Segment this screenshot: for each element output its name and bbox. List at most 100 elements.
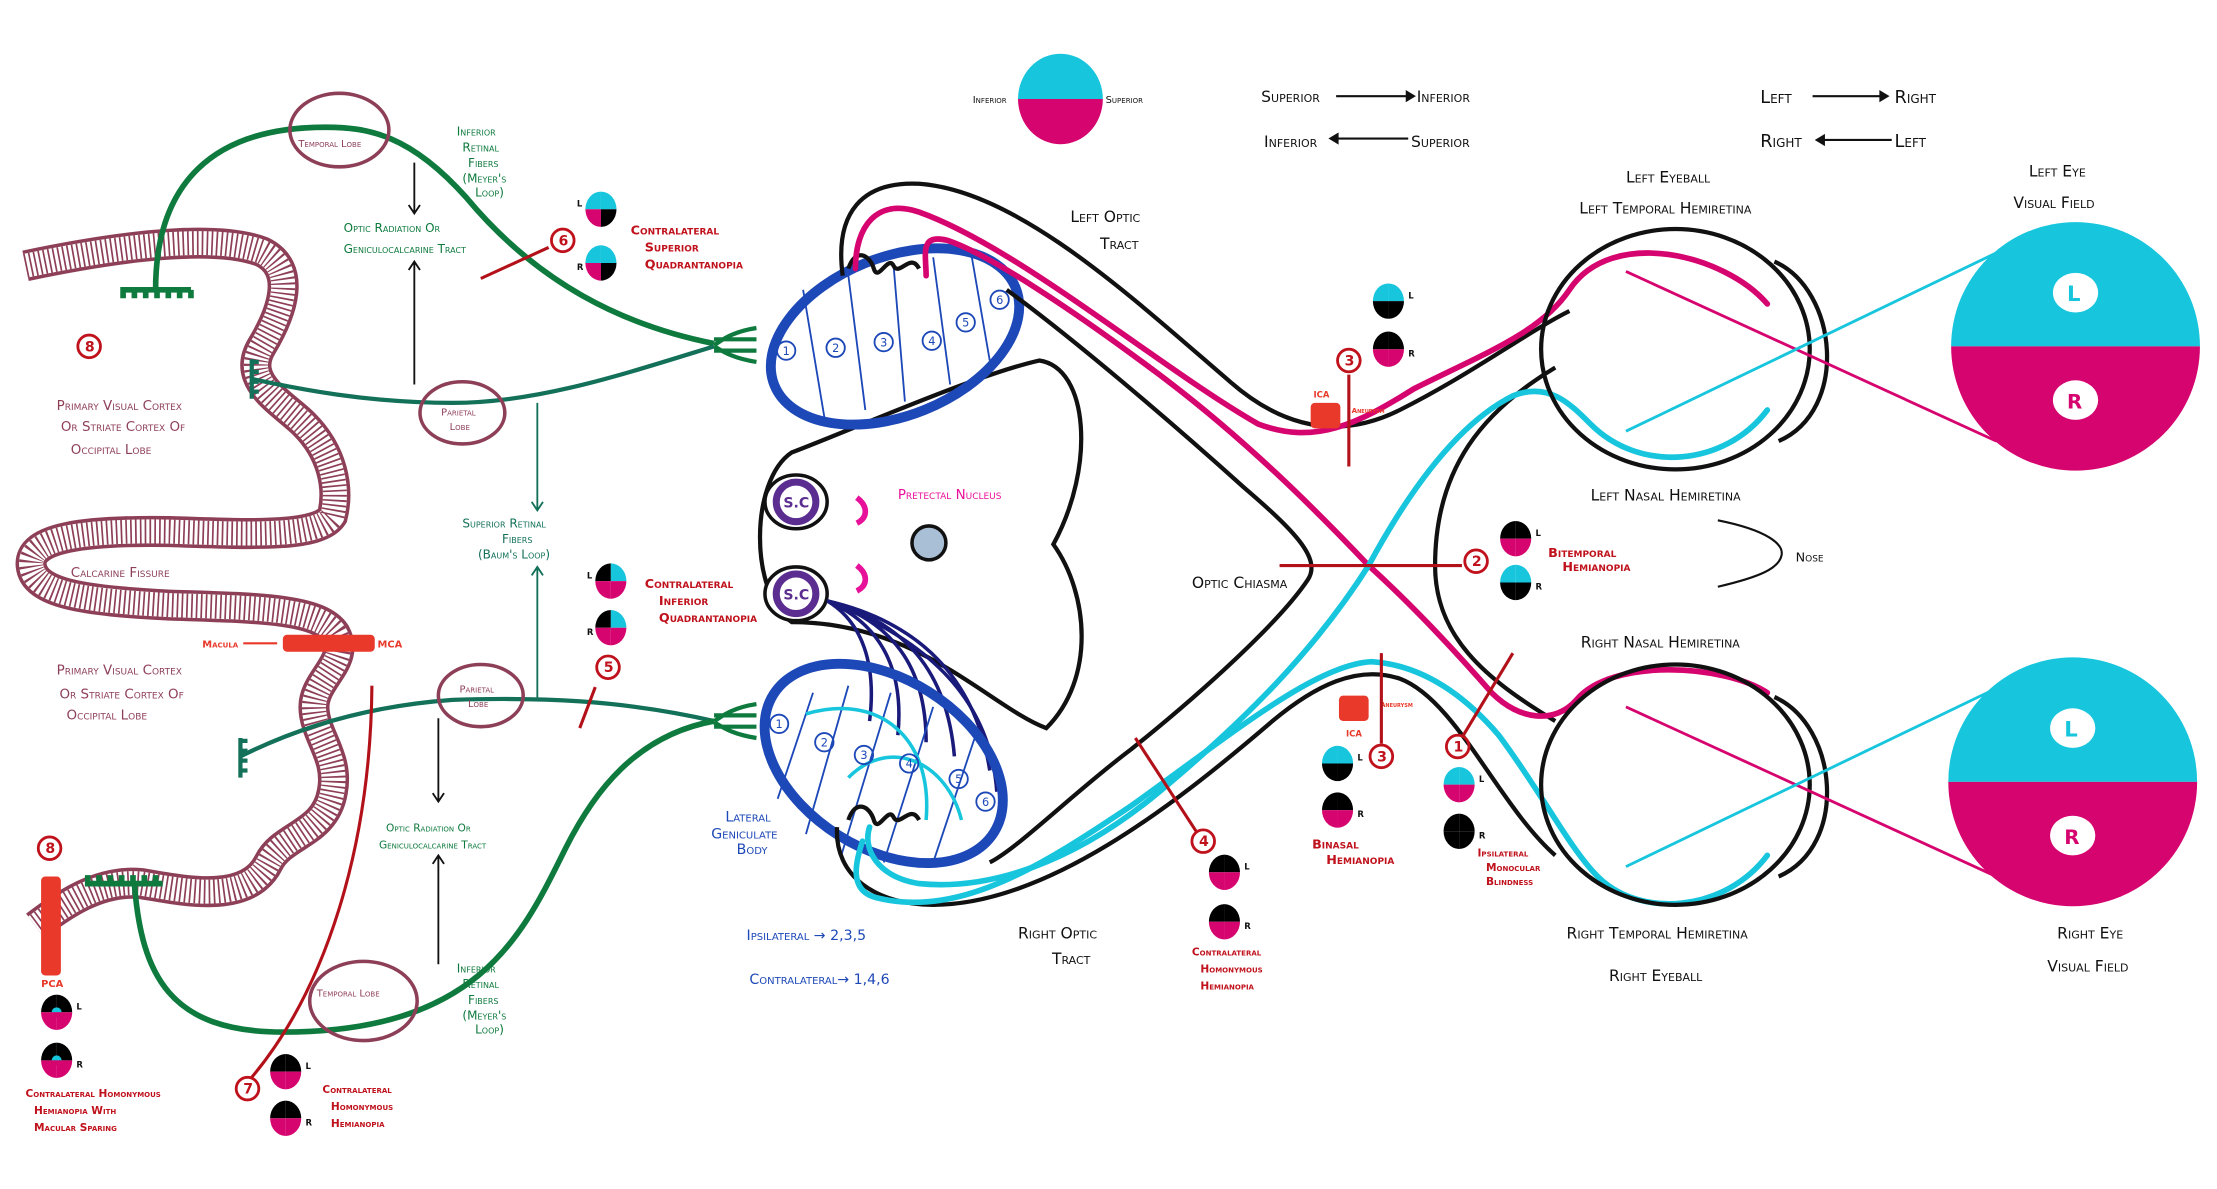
inferior-fibers-label: Loop) [475, 1022, 504, 1036]
superior-fibers-label: Superior Retinal [462, 516, 546, 530]
field-eye-letter: L [1408, 290, 1414, 300]
field-quadrant [270, 1118, 286, 1136]
field-eye-letter: L [1244, 861, 1250, 871]
inferior-fibers-label: Retinal [462, 140, 499, 154]
temporal-lobe-upper [288, 91, 391, 169]
label: Left [1895, 132, 1927, 152]
nucleus-circle [910, 524, 948, 562]
pca-artery: PCA [41, 876, 64, 990]
lesion-name-line: Hemianopia With [34, 1105, 116, 1117]
lgn-layer-3-lower: 3 [853, 744, 875, 766]
lesion-marker-2: 2 [1463, 548, 1489, 574]
field-quadrant [1515, 582, 1532, 601]
lesion-name-line: Contralateral [322, 1084, 392, 1096]
field-eye-letter: R [305, 1117, 312, 1127]
left-temporal-fibers [852, 205, 1771, 436]
field-quadrant [41, 994, 57, 1013]
field-defect-5-l: L [587, 563, 627, 599]
label: Left [1760, 88, 1792, 108]
lgn-layer-5-upper: 5 [955, 312, 976, 333]
lesion-name-line: Quadrantanopia [659, 610, 757, 625]
lesion-marker-3: 3 [1336, 347, 1362, 374]
field-defect-7-l: L [270, 1053, 311, 1090]
field-defect-8-r: R [41, 1042, 83, 1079]
optic-radiation-label: Geniculocalcarine Tract [379, 839, 487, 851]
left-field-label: Left Eye [2029, 163, 2086, 181]
field-quadrant [1372, 349, 1389, 367]
field-quadrant [585, 209, 601, 227]
field-quadrant [1321, 763, 1338, 782]
lgn-layer-2-upper: 2 [825, 337, 846, 358]
lgn-layer-number: 1 [783, 345, 790, 358]
macular-sparing-dot [51, 1007, 62, 1013]
mca-label: MCA [378, 640, 403, 651]
field-defect-3-l: L [1372, 283, 1414, 319]
lgn-layer-number: 2 [821, 736, 828, 749]
left-optic-tract-label: Tract [1099, 235, 1139, 253]
macular-sparing-dot [51, 1012, 62, 1018]
pretectal-label: Pretectal Nucleus [898, 488, 1002, 503]
field-quadrant [1321, 745, 1338, 764]
field-quadrant [1224, 921, 1240, 940]
field-defect-2-r: R [1500, 564, 1542, 601]
field-quadrant [41, 1012, 57, 1030]
field-quadrant [610, 610, 627, 628]
lgn-hilum [846, 253, 921, 827]
field-defect-3-r: R [1321, 792, 1364, 828]
field-eye-letter: L [76, 1001, 82, 1011]
field-quadrant [1515, 538, 1532, 557]
field-quadrant [595, 581, 611, 599]
field-quadrant [585, 191, 601, 210]
field-quadrant [1337, 745, 1354, 764]
right-eyeball [1538, 662, 2009, 907]
left-eye-visual-field: L R [1951, 222, 2200, 471]
sc-label: S.C [783, 587, 809, 603]
lgn-layer-number: 6 [996, 294, 1003, 307]
orientation-legend-oval: Inferior Superior [973, 53, 1143, 145]
field-quadrant [56, 994, 73, 1013]
temporal-lobe-label: Temporal Lobe [297, 139, 361, 150]
superior-colliculus-lower: S.C [763, 565, 829, 623]
field-quadrant [1459, 813, 1475, 832]
field-quadrant [610, 581, 627, 599]
field-quadrant [600, 209, 617, 227]
field-eye-letter: R [1535, 582, 1542, 592]
ica-label: ICA [1314, 389, 1330, 399]
inferior-fibers-label: (Meyer's [462, 171, 506, 185]
field-defect-2-l: L [1500, 520, 1541, 557]
field-eye-letter: L [577, 198, 583, 208]
sc-label: S.C [783, 496, 809, 512]
field-quadrant [595, 627, 611, 646]
lesion-name-line: Monocular [1486, 862, 1541, 874]
field-quadrant [1388, 349, 1404, 367]
field-quadrant [1500, 538, 1516, 557]
field-quadrant [1224, 872, 1240, 890]
primary-cortex-label: Or Striate Cortex Of [59, 687, 183, 702]
field-quadrant [610, 627, 627, 646]
inferior-fibers-label: Inferior [457, 962, 496, 976]
field-quadrant [1443, 831, 1460, 849]
ica-upper: ICA Aneurysm [1310, 389, 1385, 429]
field-quadrant [1459, 766, 1475, 785]
label: Right [1760, 132, 1802, 152]
superior-fibers-label: (Baum's Loop) [478, 547, 550, 561]
field-quadrant [1321, 792, 1338, 811]
temporal-lobe-label: Temporal Lobe [316, 989, 380, 1000]
field-eye-letter: R [1244, 921, 1251, 931]
field-quadrant [1443, 766, 1460, 785]
lgn-layer-number: 4 [906, 758, 913, 771]
field-defect-7-r: R [270, 1100, 312, 1136]
field-defect-5-r: R [587, 610, 627, 646]
field-eye-letter: R [577, 262, 584, 272]
field-quadrant [1388, 301, 1404, 319]
field-quadrant [610, 563, 627, 582]
field-quadrant [270, 1100, 286, 1119]
lesion-number: 3 [1377, 749, 1387, 765]
field-quadrant [270, 1053, 286, 1072]
parietal-lobe-label: Lobe [450, 422, 470, 433]
label: Superior [1411, 133, 1470, 151]
field-defect-8-l: L [41, 994, 82, 1030]
primary-cortex-label: Primary Visual Cortex [57, 663, 182, 678]
